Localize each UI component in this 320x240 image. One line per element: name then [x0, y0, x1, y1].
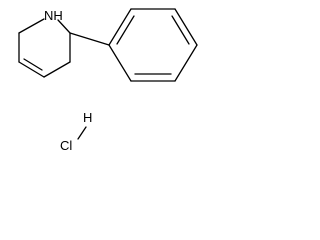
tetrahydropyridine-ring [18, 18, 71, 78]
molecule-svg: NH H Cl [18, 8, 198, 153]
bond-c2-phenyl [69, 32, 110, 46]
bond-ph1-ph2-inner [116, 15, 135, 45]
structure-diagram: NH H Cl [0, 0, 207, 155]
bond-ph3-ph4 [174, 8, 198, 46]
bond-ph3-ph4-inner [171, 15, 190, 45]
h-label: H [83, 110, 92, 125]
cl-label: Cl [60, 138, 72, 153]
nh-label: NH [44, 8, 63, 23]
bond-c5-c4 [18, 61, 45, 78]
bond-c2-n [57, 19, 71, 34]
bond-n-c6 [18, 18, 45, 34]
bond-c5-c4-inner [23, 58, 43, 71]
bond-h-cl [77, 126, 87, 140]
bond-ph4-ph5 [174, 44, 198, 82]
bond-c4-c3 [43, 61, 71, 78]
bond-ph1-ph2 [108, 8, 132, 46]
bond-ph6-ph1 [108, 44, 132, 82]
phenyl-ring [108, 8, 198, 82]
